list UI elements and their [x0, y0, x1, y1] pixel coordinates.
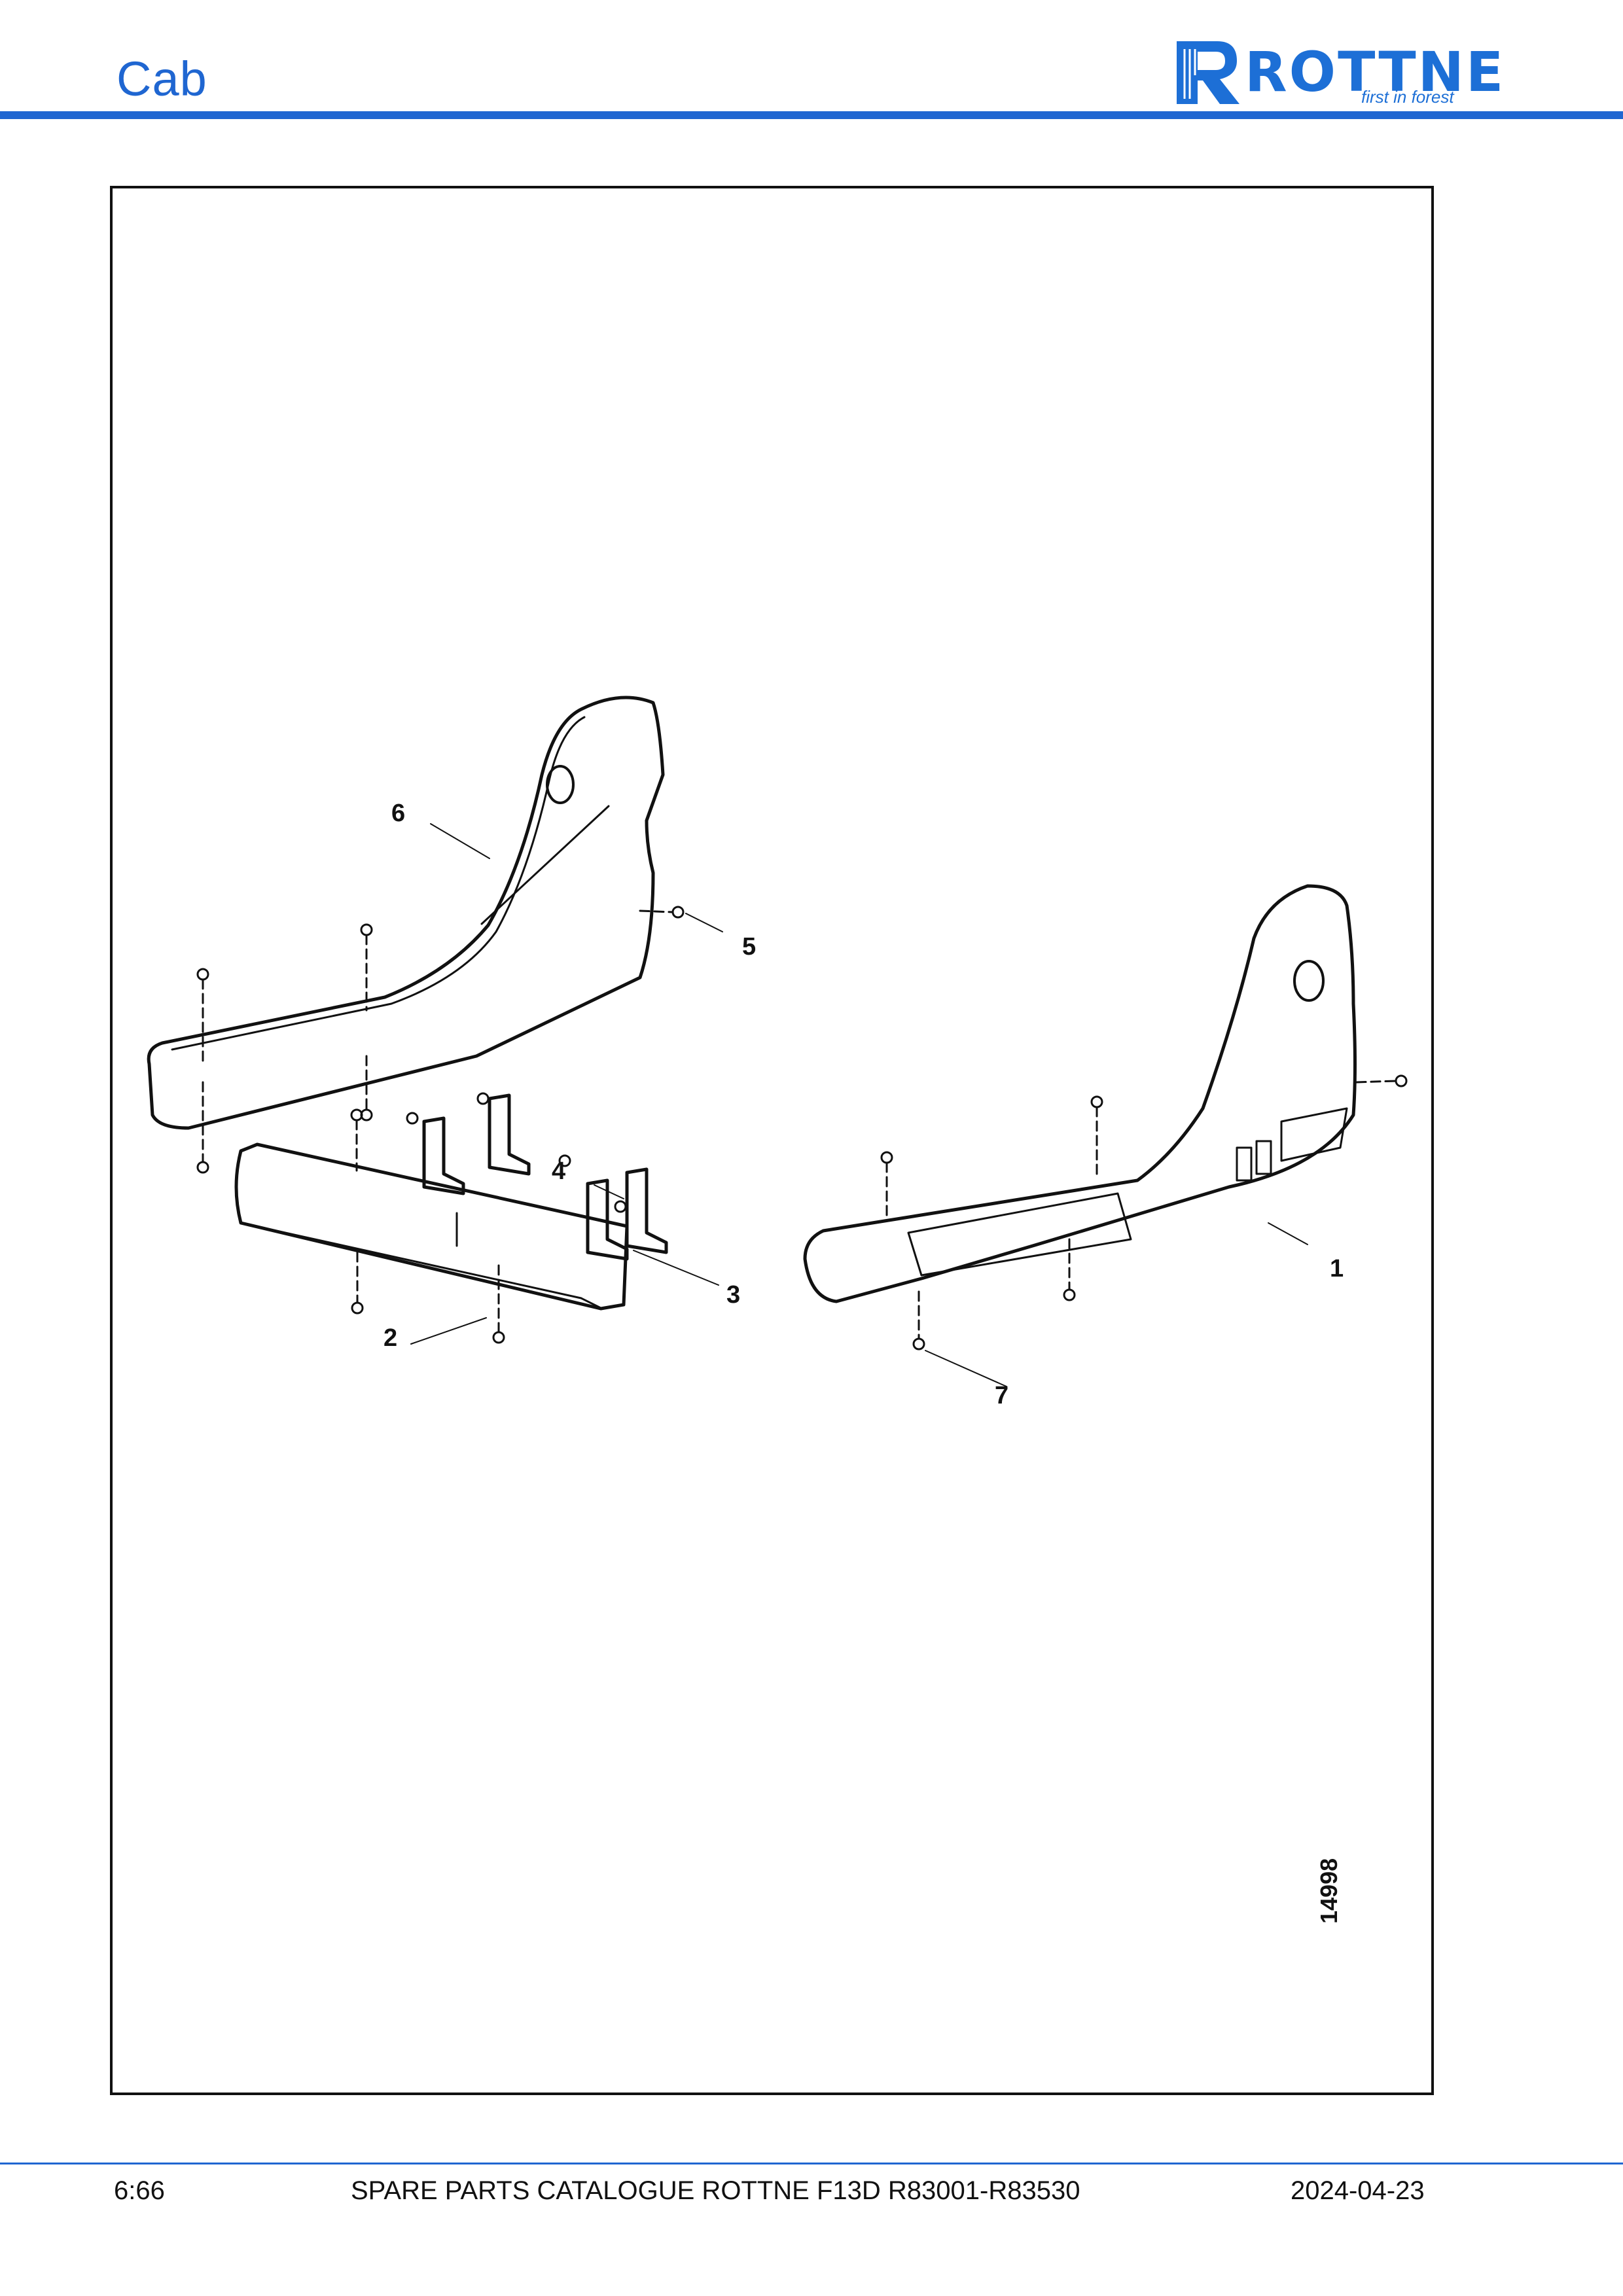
- callout-3: 3: [726, 1281, 741, 1309]
- rottne-logo: ROTTNE first in forest: [1171, 36, 1512, 108]
- figure-frame: [110, 186, 1434, 2095]
- logo-wordmark: ROTTNE: [1245, 40, 1506, 104]
- part-3-bracket-d: [625, 1167, 668, 1254]
- part-3-bracket-b: [488, 1093, 531, 1176]
- exploded-view-diagram: [147, 696, 1408, 1387]
- catalogue-date: 2024-04-23: [1291, 2176, 1425, 2205]
- callout-4: 4: [552, 1157, 566, 1185]
- screws: [196, 906, 1408, 1351]
- page-title: Cab: [116, 52, 207, 106]
- callout-2: 2: [383, 1324, 398, 1352]
- part-3-bracket-a: [586, 1178, 629, 1261]
- part-6-side-panel: [147, 696, 665, 1130]
- logo-tagline: first in forest: [1361, 87, 1454, 107]
- catalogue-title: SPARE PARTS CATALOGUE ROTTNE F13D R83001…: [351, 2176, 1080, 2205]
- figure-number: 14998: [1315, 1858, 1342, 1924]
- page-number: 6:66: [114, 2176, 165, 2205]
- callout-5: 5: [742, 933, 757, 961]
- callout-7: 7: [995, 1382, 1009, 1409]
- part-1-side-panel: [803, 884, 1357, 1303]
- part-2-cover: [234, 1142, 629, 1311]
- rottne-logo-mark: [1177, 41, 1240, 104]
- footer-divider: [0, 2163, 1623, 2164]
- header-divider: [0, 111, 1623, 119]
- part-3-bracket-c: [422, 1116, 465, 1195]
- callout-1: 1: [1330, 1255, 1344, 1282]
- callout-6: 6: [391, 800, 406, 827]
